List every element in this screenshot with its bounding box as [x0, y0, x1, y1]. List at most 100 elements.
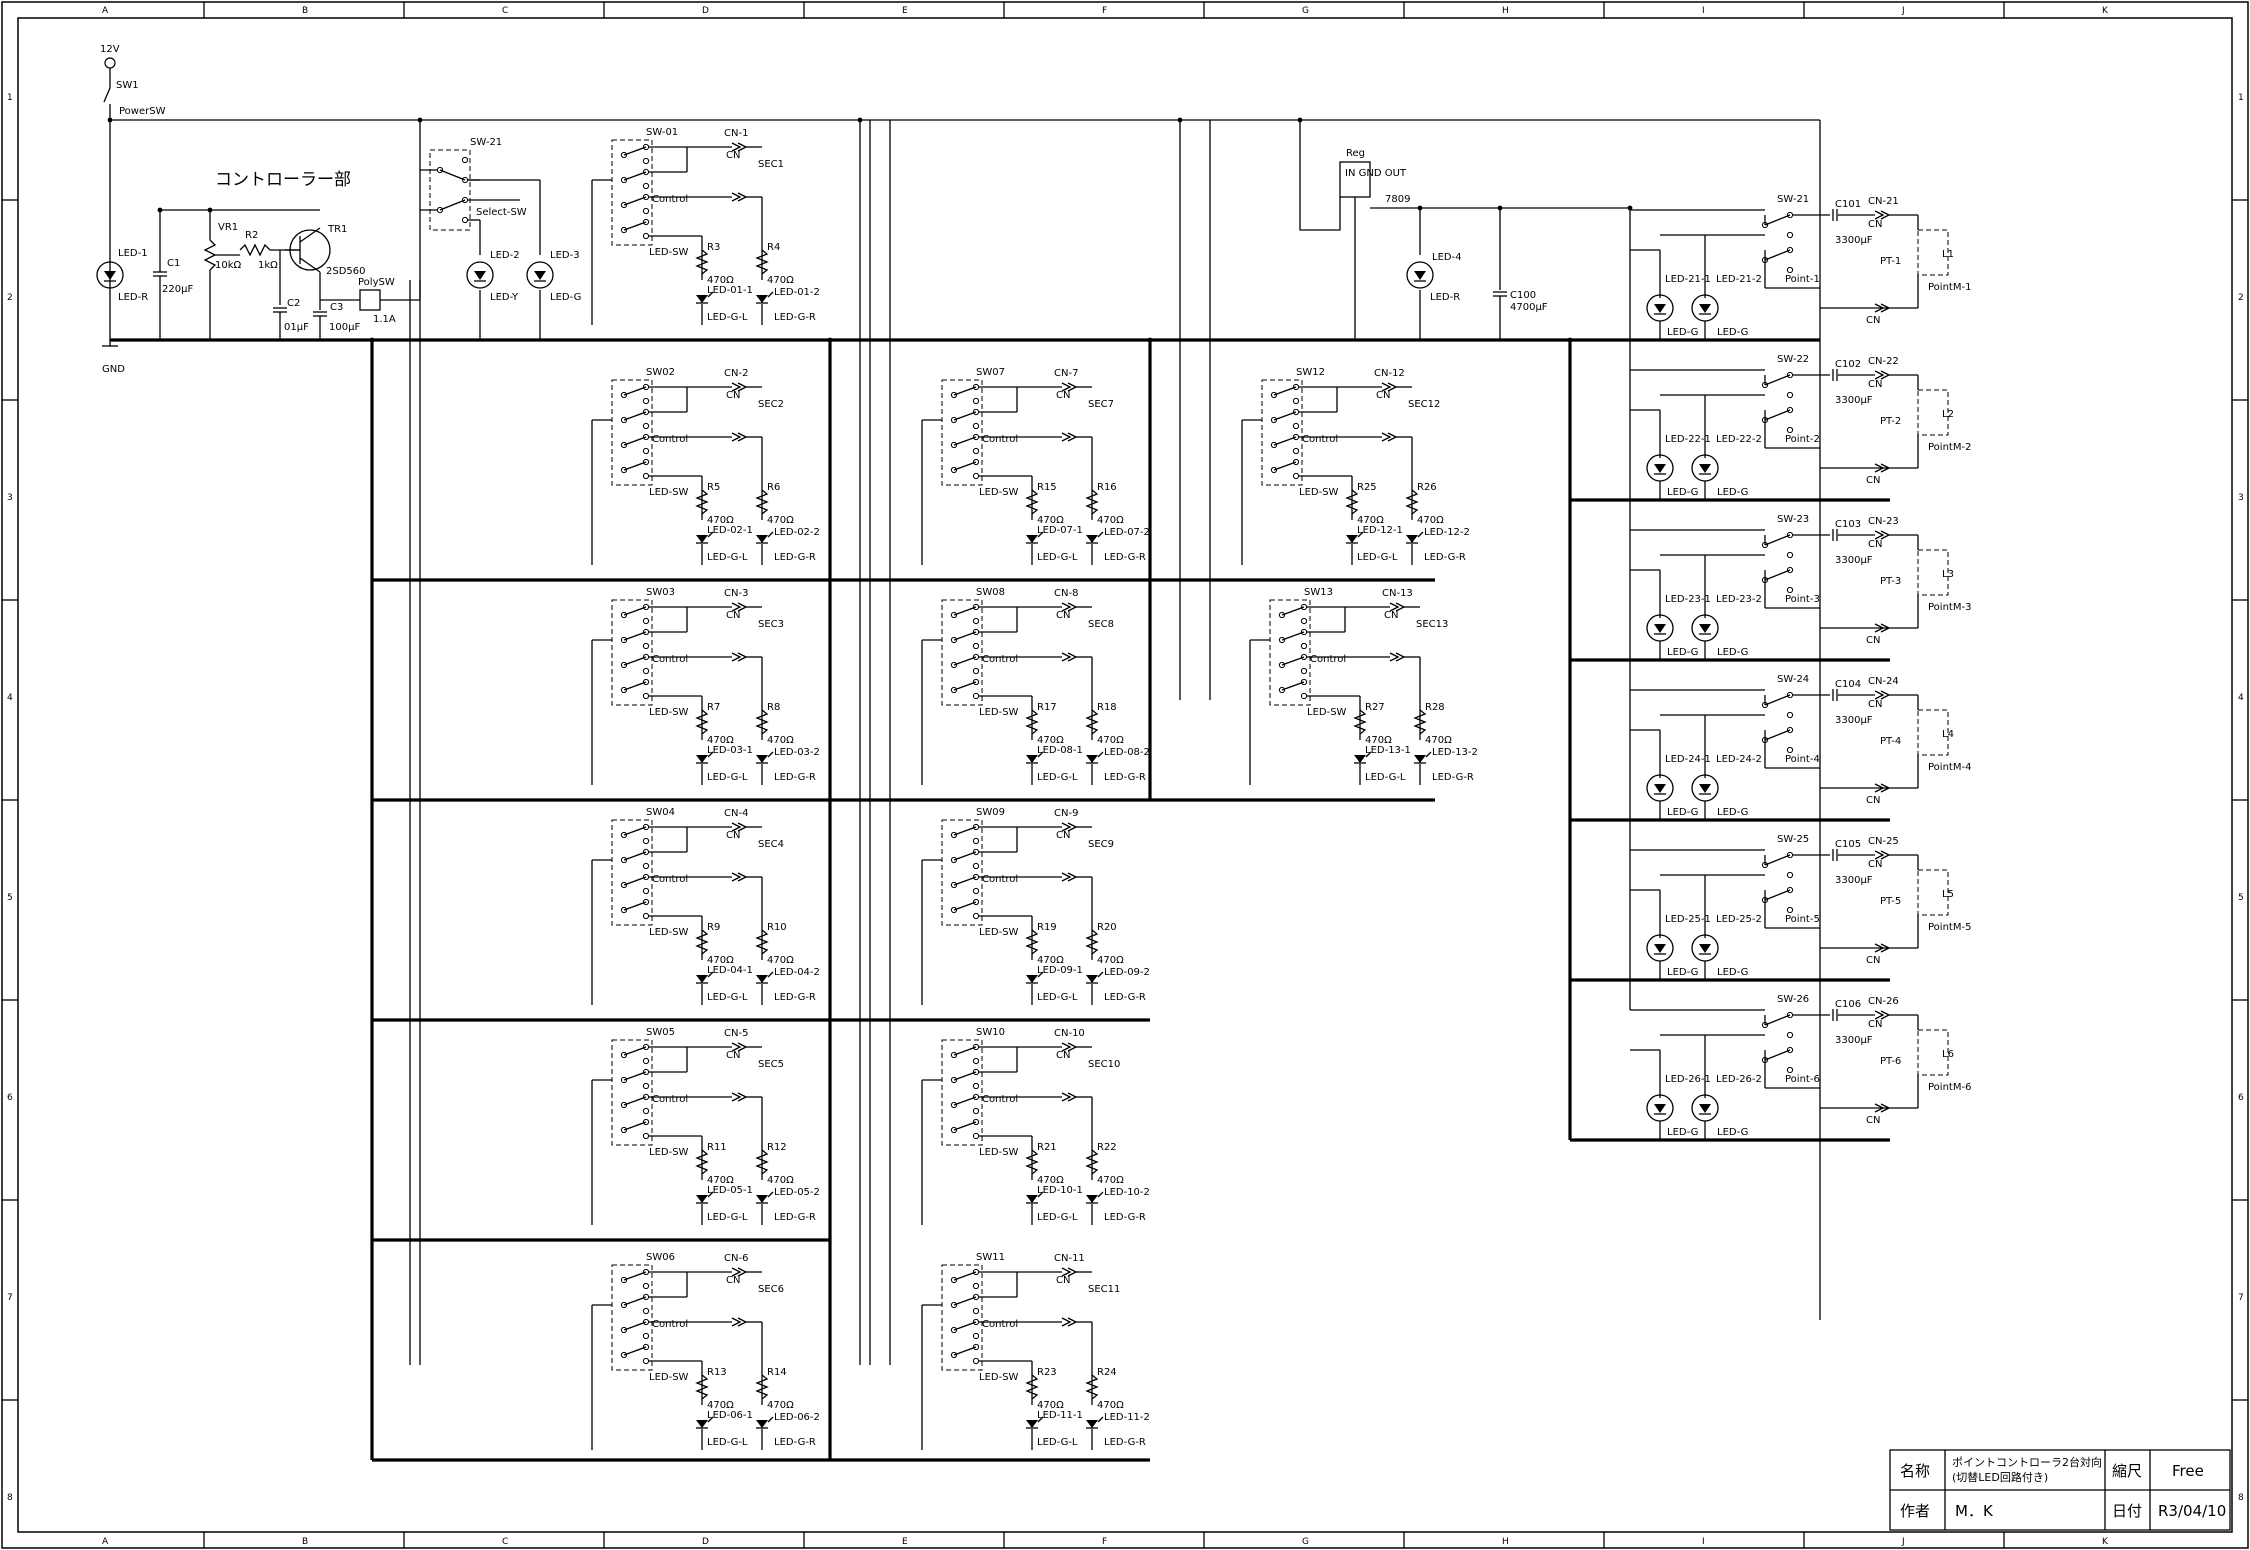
switch-lever — [953, 851, 977, 861]
switch-terminal — [972, 1132, 980, 1140]
switch-lever — [1273, 461, 1297, 471]
junction-dot — [369, 337, 375, 343]
connector-symbol — [1874, 530, 1885, 540]
resistor-label: R21 — [1037, 1142, 1057, 1153]
connector-symbol — [731, 1042, 742, 1052]
switch-terminal — [642, 1107, 650, 1115]
resistor-value: 470Ω — [1097, 1175, 1124, 1186]
grid-col-label: I — [1702, 6, 1705, 16]
resistor-symbol — [1025, 709, 1039, 735]
switch-lever — [953, 606, 977, 616]
connector-symbol — [731, 432, 742, 442]
resistor-label: R13 — [707, 1367, 727, 1378]
point-motor-label: PT-3 — [1880, 576, 1901, 587]
led-arrow — [767, 1191, 774, 1198]
connector-symbol — [1874, 1010, 1885, 1020]
led-color: LED-G-L — [1037, 772, 1078, 783]
transistor-lead — [299, 257, 321, 273]
junction-dot — [827, 337, 833, 343]
point-label: Point-2 — [1785, 434, 1820, 445]
led-symbol — [534, 271, 546, 280]
connector-symbol — [1880, 1103, 1891, 1113]
led-arrow — [1417, 531, 1424, 538]
switch-lever — [623, 436, 647, 446]
resistor-symbol — [1413, 709, 1427, 735]
led-arrow — [707, 291, 714, 298]
led-color: LED-G-L — [707, 992, 748, 1003]
switch-lever — [1281, 656, 1305, 666]
switch-terminal — [1786, 1066, 1794, 1074]
switch-lever — [623, 681, 647, 691]
date-label: 日付 — [2112, 1502, 2142, 1520]
connector-label: CN-12 — [1374, 368, 1405, 379]
switch-terminal — [1300, 692, 1308, 700]
switch-terminal — [642, 642, 650, 650]
connector-symbol — [1389, 652, 1400, 662]
led-switch-label: LED-SW — [1307, 707, 1347, 718]
cap-value: 4700μF — [1510, 302, 1548, 313]
control-label: Control — [982, 1094, 1018, 1105]
control-label: Control — [982, 1319, 1018, 1330]
led-color: LED-G-R — [774, 552, 816, 563]
connector-symbol — [1874, 943, 1885, 953]
grid-col-label: H — [1502, 1537, 1509, 1547]
led-symbol — [696, 295, 708, 303]
section-label: SEC10 — [1088, 1059, 1120, 1070]
led-label: LED-12-2 — [1424, 527, 1470, 538]
switch-lever — [439, 169, 466, 181]
resistor-value: 470Ω — [1037, 735, 1064, 746]
connector-label: CN-7 — [1054, 368, 1078, 379]
grid-row-label: 4 — [2238, 693, 2244, 703]
resistor-label: R20 — [1097, 922, 1117, 933]
title-block: 名称 ポイントコントローラ2台対向 (切替LED回路付き) 縮尺 Free 作者… — [1889, 1449, 2231, 1531]
led-arrow — [1365, 751, 1372, 758]
led-color: LED-G — [1667, 807, 1698, 818]
switch-terminal — [972, 472, 980, 480]
led-color: LED-G — [1667, 647, 1698, 658]
resistor-symbol — [1353, 709, 1367, 735]
led-label: LED-09-1 — [1037, 965, 1083, 976]
connector-label: CN-22 — [1868, 356, 1899, 367]
connector-label: CN — [1868, 539, 1882, 550]
resistor-value: 470Ω — [707, 515, 734, 526]
connector-label: CN-2 — [724, 368, 748, 379]
grid-col-label: D — [702, 6, 709, 16]
led-switch-label: LED-SW — [649, 707, 689, 718]
led-label: LED-04-1 — [707, 965, 753, 976]
connector-symbol — [1874, 623, 1885, 633]
switch-terminal — [642, 912, 650, 920]
resistor-symbol — [1085, 489, 1099, 515]
led-label: LED-26-1 — [1665, 1074, 1711, 1085]
connector-symbol — [1880, 783, 1891, 793]
switch-terminal — [972, 447, 980, 455]
resistor-value: 470Ω — [707, 275, 734, 286]
led-symbol — [1654, 464, 1666, 473]
switch-lever — [1764, 729, 1791, 741]
grid-col-label: B — [302, 1537, 308, 1547]
led-symbol — [756, 535, 768, 543]
resistor-value: 470Ω — [1097, 515, 1124, 526]
section-switch-label: SW08 — [976, 587, 1005, 598]
switch-label: SW1 — [116, 80, 139, 91]
switch-lever — [953, 1271, 977, 1281]
led-arrow — [1037, 1191, 1044, 1198]
switch-lever — [623, 1321, 647, 1331]
switch-lever — [439, 199, 466, 211]
switch-lever — [1764, 534, 1791, 546]
led-color: LED-G-R — [774, 992, 816, 1003]
switch-terminal — [1292, 447, 1300, 455]
point-motor-name: PointM-4 — [1928, 762, 1971, 773]
led-color: LED-G-L — [1037, 552, 1078, 563]
resistor-symbol — [239, 243, 271, 257]
resistor-symbol — [1025, 489, 1039, 515]
connector-label: CN — [1866, 475, 1880, 486]
control-label: Control — [652, 1094, 688, 1105]
resistor-value: 470Ω — [767, 515, 794, 526]
led-label: LED-08-2 — [1104, 747, 1150, 758]
led-label: LED-25-2 — [1716, 914, 1762, 925]
switch-lever — [1764, 854, 1791, 866]
transistor-label: TR1 — [327, 224, 347, 235]
coil-label: L5 — [1942, 889, 1954, 900]
led-symbol — [696, 975, 708, 983]
